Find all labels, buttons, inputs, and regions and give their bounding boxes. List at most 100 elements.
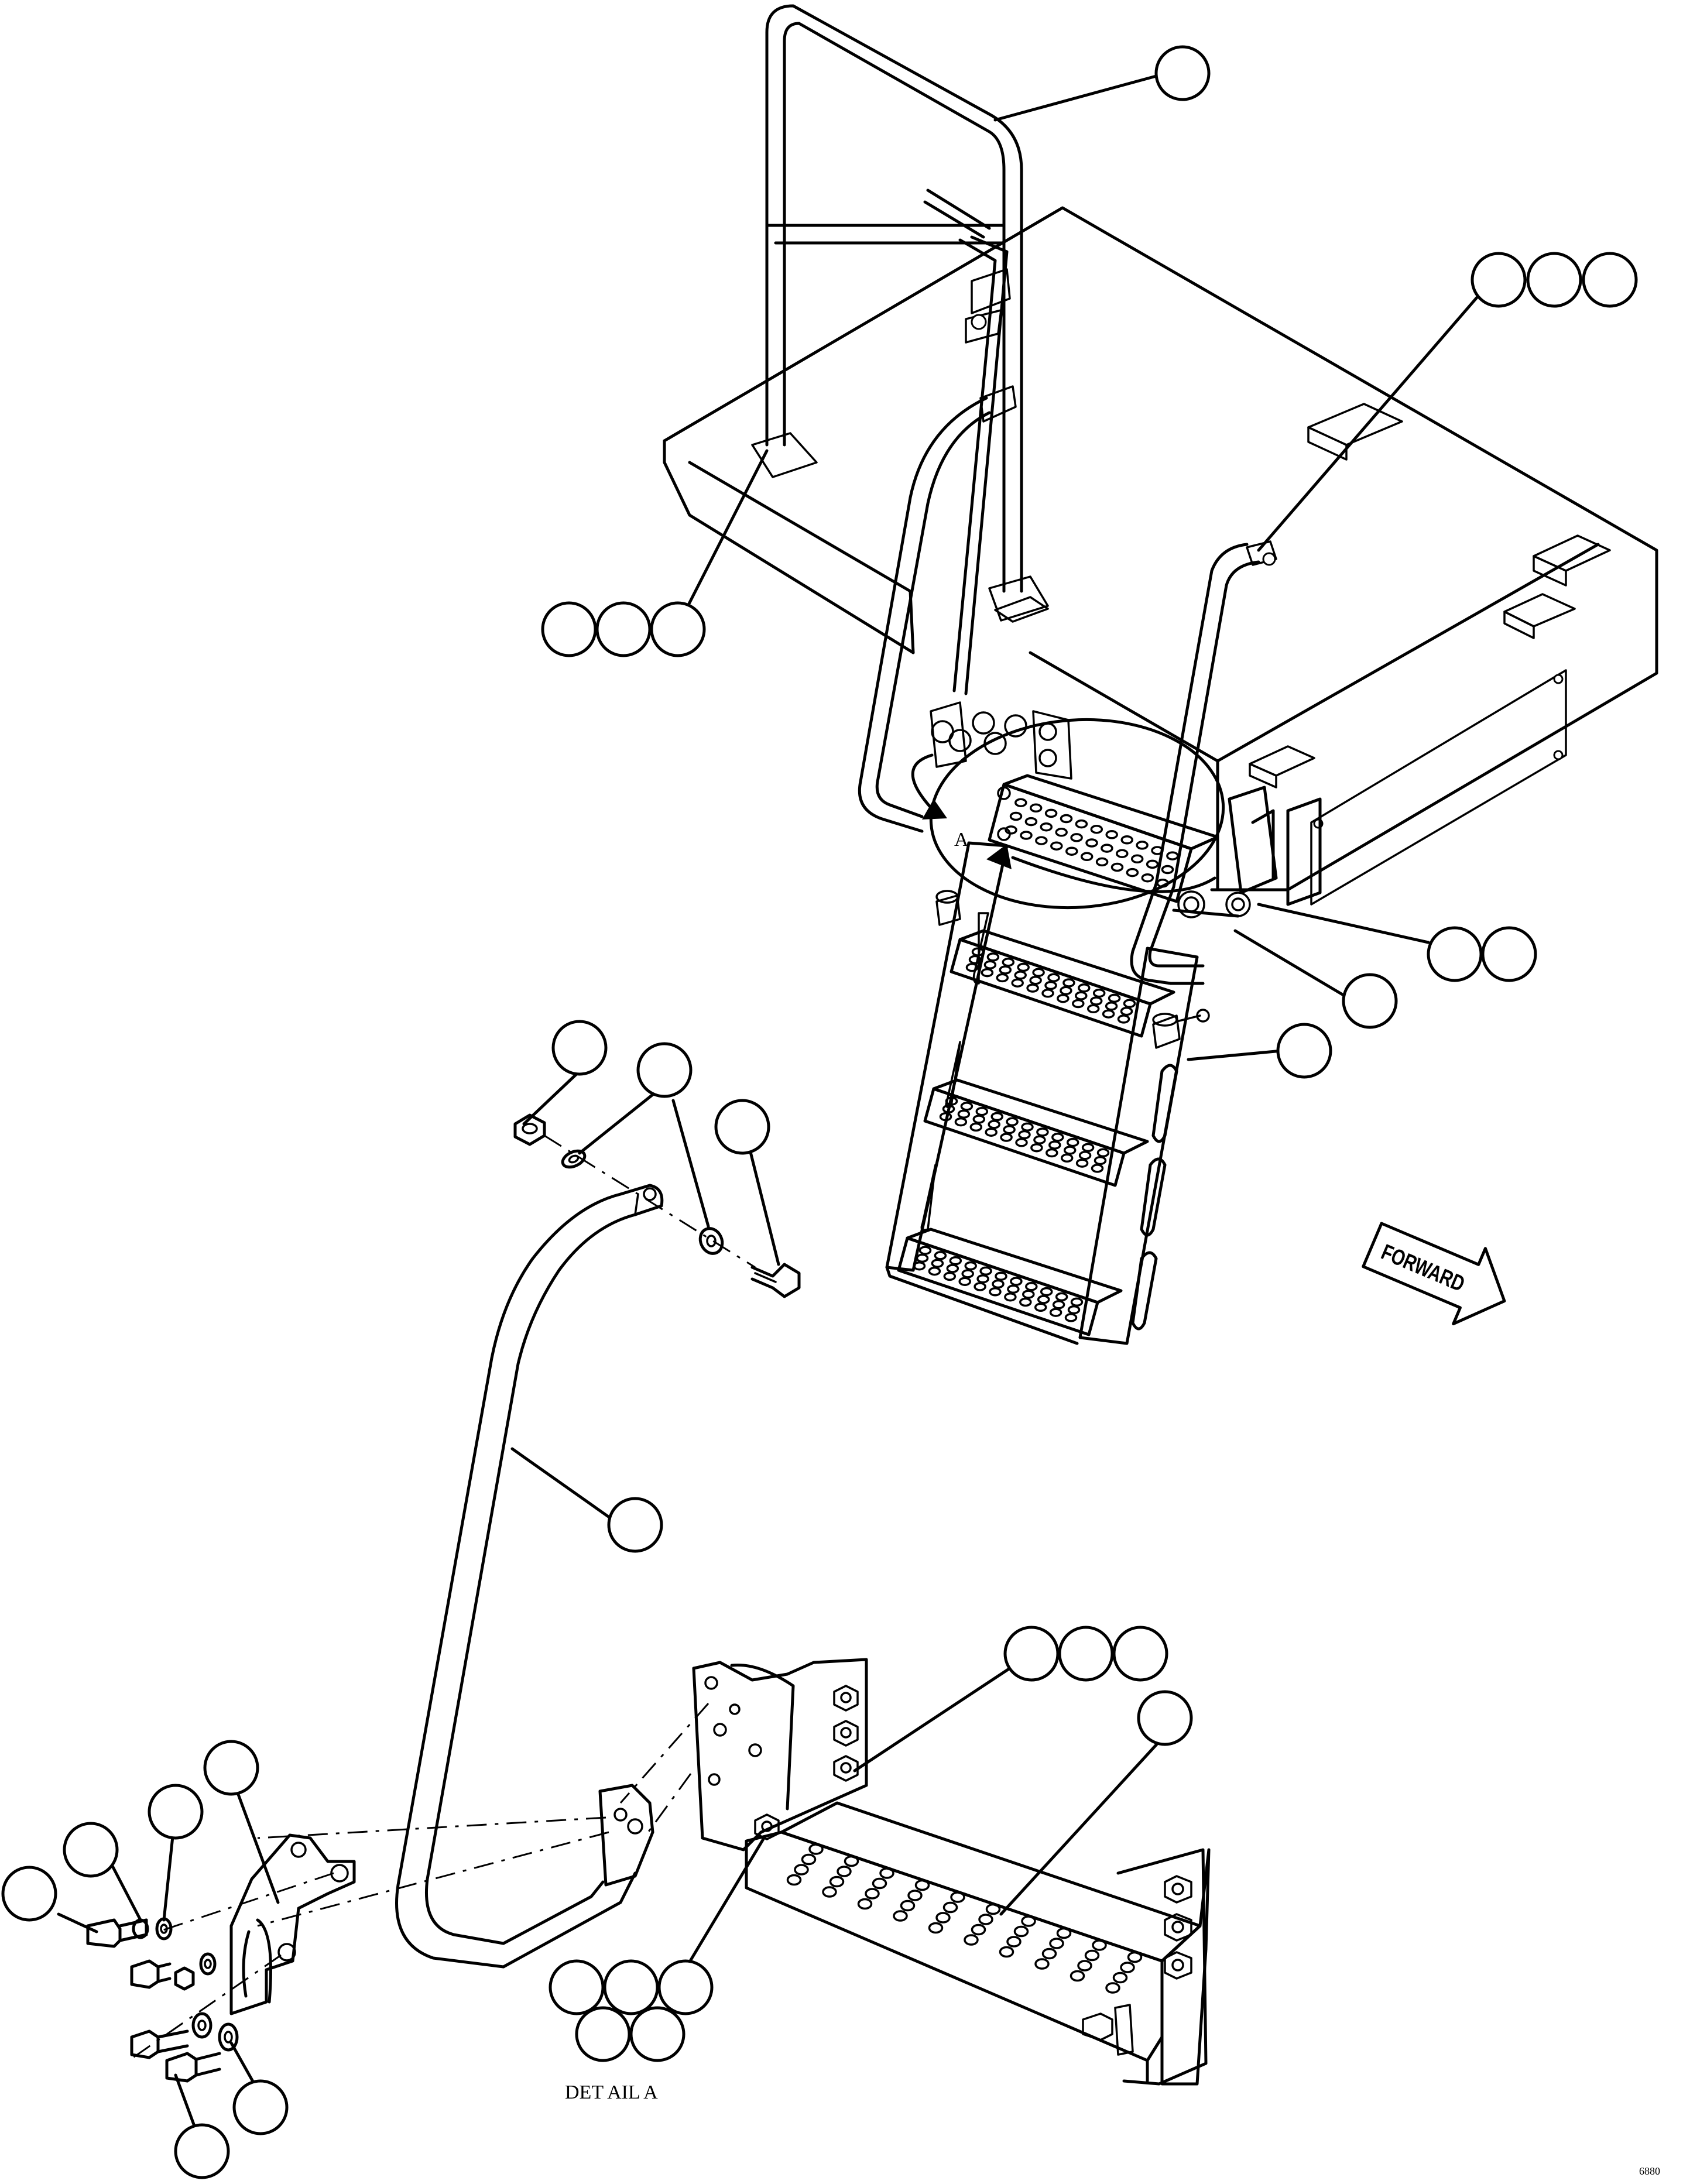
- callout-bubble: [1427, 926, 1483, 982]
- perforation-hole: [931, 1259, 944, 1268]
- perforation-hole: [1065, 846, 1078, 856]
- perforation-hole: [958, 1277, 971, 1286]
- callout-bubble: [607, 1497, 663, 1553]
- perforation-hole: [900, 1900, 916, 1912]
- perforation-hole: [1075, 819, 1088, 829]
- perforation-hole: [1117, 1014, 1130, 1024]
- perforation-hole: [1006, 1936, 1022, 1948]
- callout-bubble: [549, 1959, 605, 2015]
- callout-bubble: [1112, 1626, 1168, 1682]
- forward-label: FORWARD: [1377, 1240, 1468, 1297]
- perforation-hole: [1049, 1938, 1064, 1949]
- perforation-hole: [988, 1120, 1000, 1129]
- perforation-hole: [1102, 1009, 1115, 1019]
- perforation-hole: [1078, 1151, 1092, 1160]
- perforation-hole: [990, 1112, 1003, 1122]
- perforation-hole: [1070, 1297, 1084, 1307]
- perforation-hole: [968, 955, 982, 965]
- perforation-hole: [964, 1261, 977, 1271]
- callout-bubble: [1, 1866, 57, 1922]
- callout-bubble: [636, 1042, 693, 1098]
- perforation-hole: [928, 1922, 944, 1934]
- perforation-hole: [1067, 1305, 1081, 1315]
- perforation-hole: [1123, 999, 1136, 1009]
- callout-bubble: [575, 2006, 631, 2062]
- perforation-hole: [945, 1096, 958, 1106]
- perforation-hole: [957, 1109, 971, 1119]
- perforation-hole: [1044, 980, 1057, 990]
- callout-bubble: [1582, 252, 1638, 308]
- perforation-hole: [971, 947, 985, 956]
- step-bolts: [1164, 1875, 1192, 1980]
- perforation-hole: [1084, 1949, 1100, 1962]
- perforation-hole: [893, 1910, 908, 1922]
- callout-bubble: [1058, 1626, 1114, 1682]
- perforation-hole: [794, 1864, 809, 1876]
- perforation-hole: [1041, 1948, 1057, 1960]
- perforation-hole: [1037, 1295, 1050, 1304]
- perforation-hole: [1036, 1127, 1049, 1137]
- perforation-hole: [879, 1867, 894, 1879]
- perforation-hole: [995, 1271, 1007, 1281]
- detail-a-title: DET AIL A: [565, 2082, 658, 2103]
- perforation-hole: [1009, 811, 1023, 821]
- perforation-hole: [1105, 1002, 1118, 1011]
- perforation-hole: [1105, 1982, 1120, 1994]
- perforation-hole: [969, 1122, 983, 1132]
- perforation-hole: [1010, 1277, 1023, 1286]
- perforation-hole: [989, 1287, 1002, 1297]
- perforation-hole: [1052, 1300, 1065, 1309]
- perforation-hole: [1060, 986, 1072, 996]
- lock-lever: [923, 188, 1011, 695]
- perforation-hole: [1089, 996, 1103, 1006]
- perforation-hole: [985, 1903, 1001, 1915]
- perforation-hole: [974, 1282, 986, 1291]
- perforation-hole: [1019, 1297, 1032, 1307]
- upper-handrail-right: [1130, 540, 1277, 985]
- pivot-hardware: [930, 701, 1072, 841]
- perforation-hole: [1091, 1164, 1104, 1173]
- perforation-hole: [954, 1117, 968, 1127]
- perforation-hole: [1094, 1156, 1107, 1165]
- perforation-hole: [965, 962, 979, 972]
- perforation-hole: [1127, 1951, 1143, 1963]
- perforation-hole: [943, 1271, 957, 1281]
- perforation-hole: [1030, 1143, 1043, 1153]
- perforation-hole: [939, 1112, 952, 1122]
- perforation-hole: [1033, 1135, 1046, 1145]
- perforation-hole: [979, 1266, 992, 1276]
- perforation-hole: [1003, 1124, 1016, 1134]
- perforation-hole: [1064, 1313, 1078, 1322]
- perforation-hole: [983, 960, 997, 969]
- perforation-hole: [1120, 1962, 1135, 1973]
- perforation-hole: [1004, 1292, 1017, 1302]
- perforation-hole: [961, 1269, 974, 1278]
- perforation-hole: [1055, 1292, 1068, 1302]
- perforation-hole: [1116, 849, 1129, 858]
- callout-bubble: [1526, 252, 1582, 308]
- callout-bubble: [1003, 1626, 1060, 1682]
- perforation-hole: [1161, 865, 1174, 875]
- callout-bubble: [148, 1784, 204, 1840]
- callout-bubble: [1471, 252, 1527, 308]
- perforation-hole: [985, 1127, 998, 1137]
- perforation-hole: [907, 1890, 923, 1901]
- perforation-hole: [992, 1279, 1005, 1289]
- perforation-hole: [1101, 844, 1113, 853]
- perforation-hole: [986, 952, 1000, 962]
- callout-bubble: [1342, 973, 1398, 1029]
- callout-bubble: [1137, 1690, 1193, 1746]
- perforation-hole: [1041, 989, 1054, 998]
- perforation-hole: [1126, 868, 1139, 877]
- callout-bubble: [1154, 45, 1211, 101]
- perforation-hole: [1055, 828, 1068, 837]
- leader-lines: [57, 74, 1483, 2132]
- callout-bubble: [1276, 1023, 1332, 1079]
- callout-bubble: [174, 2123, 230, 2179]
- view-a-label: A: [954, 829, 969, 851]
- upper-handrail-swing: [858, 385, 1017, 833]
- perforation-hole: [1120, 1006, 1133, 1016]
- perforation-hole: [1085, 838, 1098, 848]
- callout-bubble: [551, 1020, 608, 1076]
- perforation-hole: [1050, 841, 1063, 851]
